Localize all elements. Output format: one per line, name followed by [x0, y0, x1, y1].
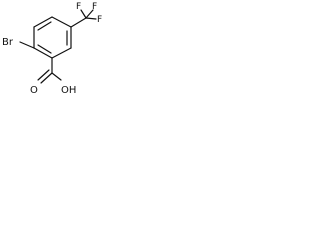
- fluorine-label: F: [92, 2, 97, 12]
- ring-bond: [51, 16, 72, 28]
- structure-drawing: Br F F F O OH: [2, 2, 102, 96]
- ring-bond: [33, 47, 53, 59]
- fluorine-label: F: [97, 15, 102, 25]
- bromine-label: Br: [2, 37, 14, 48]
- ring-inner-double-bond: [37, 21, 52, 31]
- ring-inner-double-bond: [37, 44, 52, 54]
- cf-bond-top-right: [85, 9, 94, 19]
- ring-bond: [51, 47, 72, 59]
- c-o-double-bond: [40, 72, 53, 84]
- cf-bond-right: [85, 17, 97, 20]
- c-o-double-bond-second-line: [37, 69, 50, 81]
- carbonyl-oxygen-label: O: [30, 85, 38, 96]
- hydroxyl-label: OH: [61, 85, 76, 96]
- c-cf3-bond: [70, 17, 87, 28]
- c-oh-bond: [51, 72, 62, 81]
- c-br-bond: [19, 41, 35, 49]
- fluorine-label: F: [76, 2, 81, 12]
- benzene-ring: [33, 16, 72, 59]
- ring-bond: [33, 16, 53, 28]
- cf-bond-top-left: [80, 9, 87, 19]
